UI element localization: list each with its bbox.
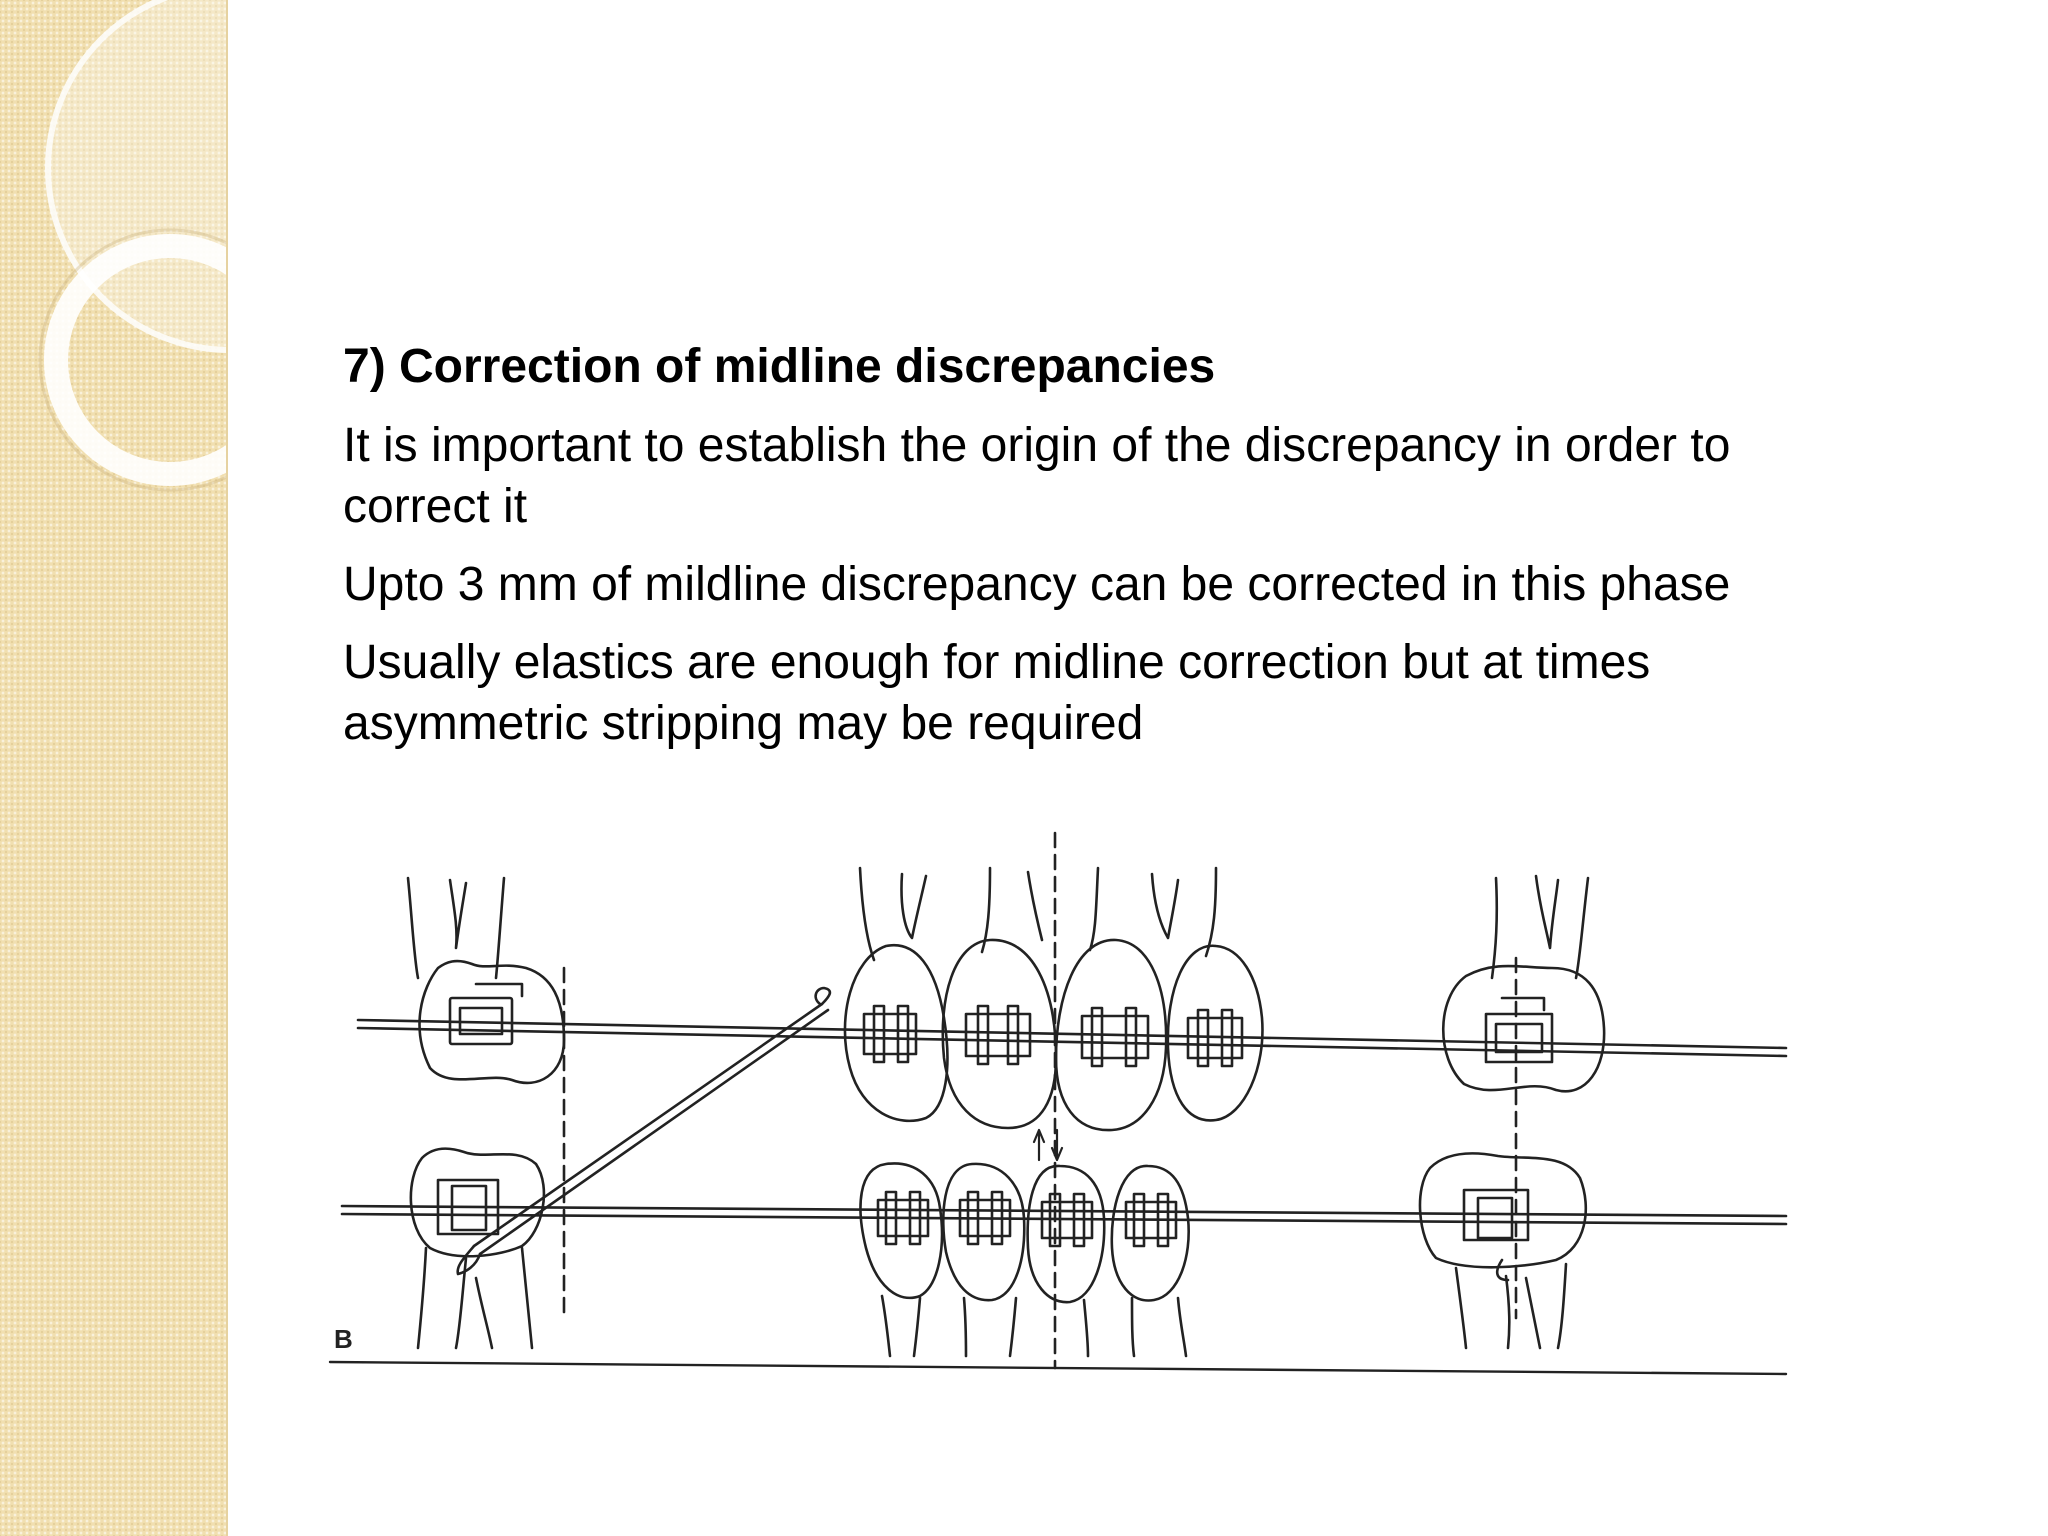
slide-heading: 7) Correction of midline discrepancies [343, 340, 1216, 393]
paragraph-elastics: Usually elastics are enough for midline … [343, 636, 1651, 750]
slide-body: 7) Correction of midline discrepancies I… [343, 336, 1883, 771]
dental-arch-icon: B [328, 831, 1788, 1376]
paragraph-origin: It is important to establish the origin … [343, 419, 1731, 533]
decorative-side-band [0, 0, 228, 1536]
decorative-rings-icon [38, 0, 226, 492]
panel-label: B [334, 1324, 353, 1354]
dental-braces-illustration: B [326, 828, 1796, 1393]
paragraph-upto-3mm: Upto 3 mm of mildline discrepancy can be… [343, 558, 1731, 611]
